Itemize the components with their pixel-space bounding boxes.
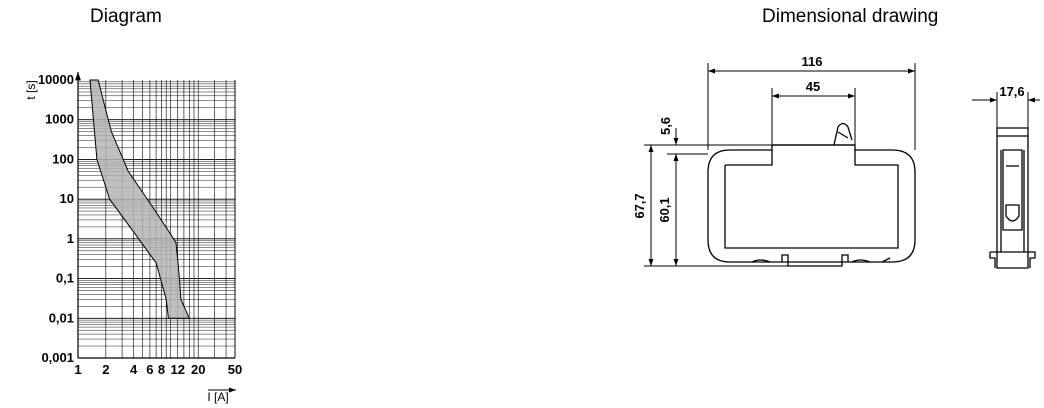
x-tick-label: 20	[191, 362, 205, 377]
x-tick-label: 1	[74, 362, 81, 377]
foot-detail	[751, 257, 891, 263]
y-tick-label: 1	[67, 231, 74, 246]
dimension-label-17-6: 17,6	[999, 84, 1024, 99]
chart-axes	[75, 72, 236, 393]
front-latch	[1005, 204, 1020, 222]
latch-tab-detail	[837, 131, 849, 139]
y-tick-label: 0,001	[41, 350, 74, 365]
x-tick-label: 6	[146, 362, 153, 377]
y-axis-label: t [s]	[24, 80, 38, 99]
front-side-rails	[1000, 150, 1025, 252]
x-axis-label: I [A]	[207, 390, 228, 404]
y-tick-label: 10	[60, 191, 74, 206]
din-rail-clip	[781, 254, 849, 267]
side-view-dimension-labels: 116 45 5,6 67,7 60,1	[632, 54, 822, 223]
front-housing-outline	[996, 127, 1029, 269]
housing-outline	[707, 144, 916, 263]
tripping-band	[89, 79, 191, 319]
y-tick-label: 0,01	[49, 310, 74, 325]
x-tick-label: 2	[102, 362, 109, 377]
y-tick-label: 1000	[45, 112, 74, 127]
side-view-drawing	[644, 63, 916, 267]
front-foot	[989, 251, 1036, 268]
dimension-label-5-6: 5,6	[658, 117, 673, 135]
x-tick-label: 50	[228, 362, 242, 377]
latch-tab	[833, 122, 853, 146]
dimension-label-45: 45	[806, 79, 820, 94]
y-tick-labels: 10000 1000 100 10 1 0,1 0,01 0,001	[38, 72, 74, 365]
front-view-drawing	[972, 92, 1040, 269]
front-window	[1002, 149, 1023, 231]
x-tick-label: 8	[158, 362, 165, 377]
y-tick-label: 100	[52, 151, 74, 166]
dimension-label-67-7: 67,7	[632, 193, 647, 218]
dimension-label-60-1: 60,1	[657, 197, 672, 222]
dimension-label-116: 116	[802, 54, 823, 69]
x-tick-label: 12	[170, 362, 184, 377]
housing-inner-outline	[724, 150, 899, 249]
y-tick-label: 10000	[38, 72, 74, 87]
diagram-heading: Diagram	[90, 6, 162, 27]
y-tick-label: 0,1	[56, 271, 74, 286]
dimensional-drawing-heading: Dimensional drawing	[762, 6, 939, 27]
x-tick-label: 4	[130, 362, 138, 377]
